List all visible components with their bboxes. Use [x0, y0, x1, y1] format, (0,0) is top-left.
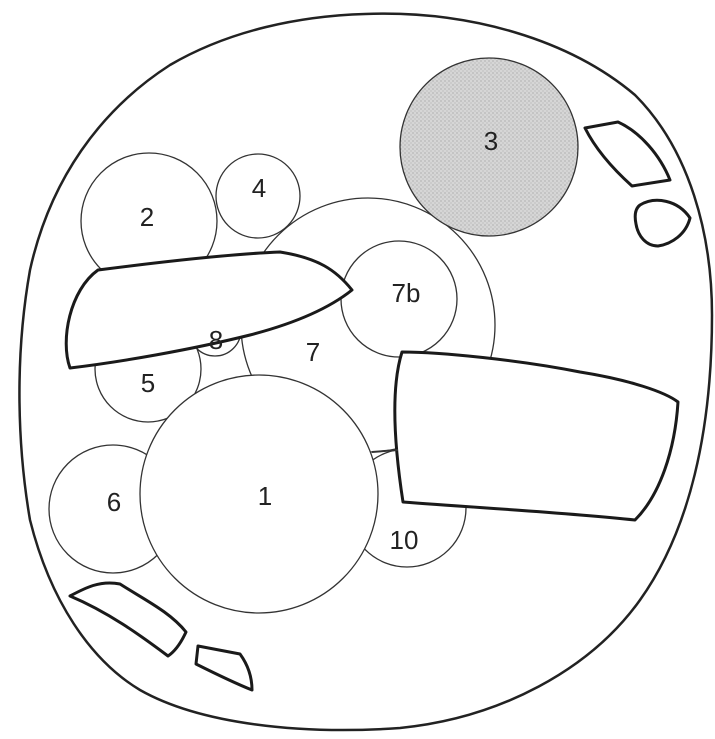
label-7b: 7b [392, 278, 421, 308]
label-1: 1 [258, 481, 272, 511]
label-10: 10 [390, 525, 419, 555]
label-3: 3 [484, 126, 498, 156]
label-5: 5 [141, 368, 155, 398]
label-6: 6 [107, 487, 121, 517]
label-7: 7 [306, 337, 320, 367]
label-8: 8 [209, 325, 223, 355]
label-2: 2 [140, 202, 154, 232]
label-4: 4 [252, 173, 266, 203]
